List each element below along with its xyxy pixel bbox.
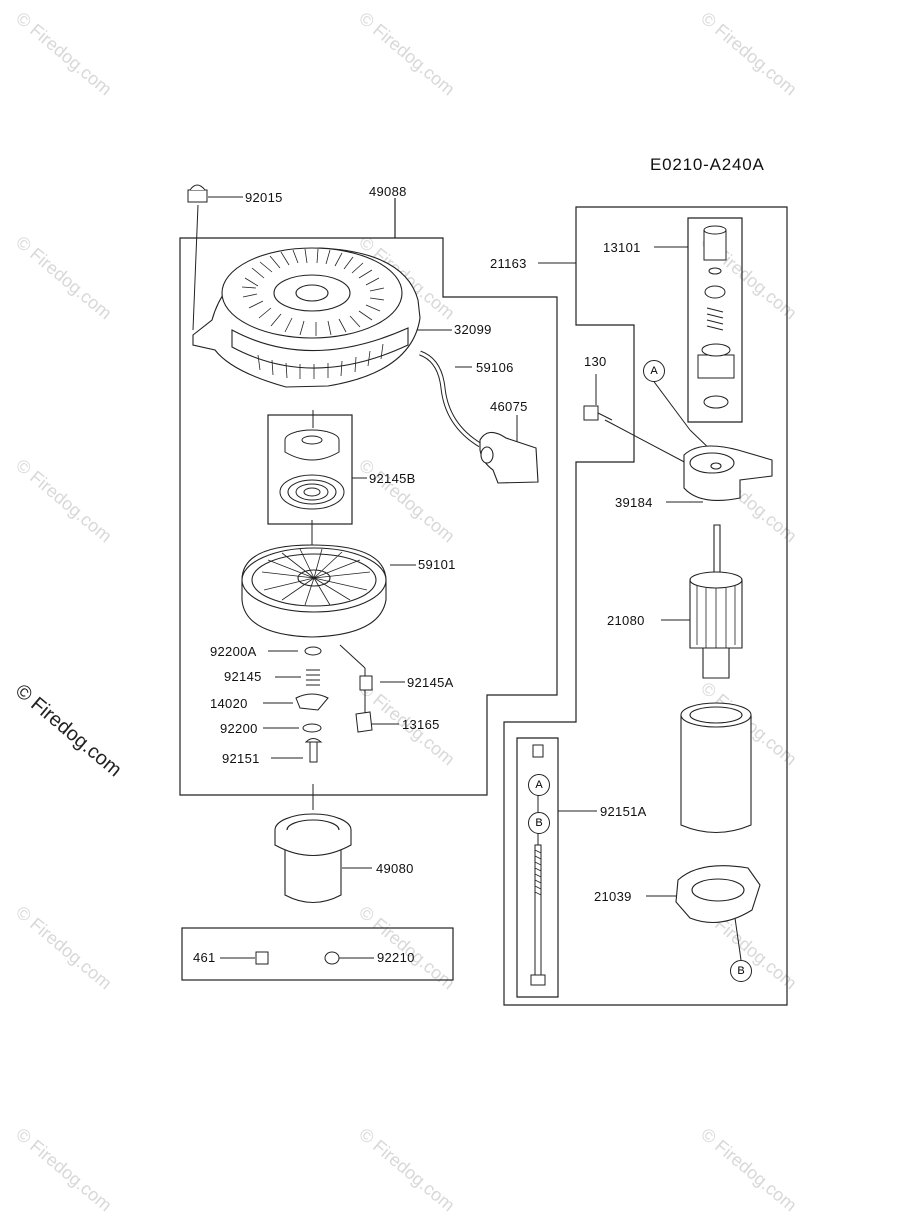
part-label-21039[interactable]: 21039 (594, 889, 632, 904)
callout-a: A (643, 360, 665, 382)
part-label-92200A[interactable]: 92200A (210, 644, 257, 659)
part-label-92145B[interactable]: 92145B (369, 471, 416, 486)
part-label-49080[interactable]: 49080 (376, 861, 414, 876)
part-label-461[interactable]: 461 (193, 950, 216, 965)
part-label-13101[interactable]: 13101 (603, 240, 641, 255)
part-label-59101[interactable]: 59101 (418, 557, 456, 572)
part-label-39184[interactable]: 39184 (615, 495, 653, 510)
part-label-92015[interactable]: 92015 (245, 190, 283, 205)
callout-b: B (528, 812, 550, 834)
part-label-13165[interactable]: 13165 (402, 717, 440, 732)
callout-a: A (528, 774, 550, 796)
part-label-49088[interactable]: 49088 (369, 184, 407, 199)
part-label-92151A[interactable]: 92151A (600, 804, 647, 819)
part-label-92200[interactable]: 92200 (220, 721, 258, 736)
part-label-92145[interactable]: 92145 (224, 669, 262, 684)
part-label-92210[interactable]: 92210 (377, 950, 415, 965)
diagram-code: E0210-A240A (650, 155, 765, 174)
part-label-92151[interactable]: 92151 (222, 751, 260, 766)
part-label-130[interactable]: 130 (584, 354, 607, 369)
part-label-21163[interactable]: 21163 (490, 256, 527, 271)
part-label-92145A[interactable]: 92145A (407, 675, 454, 690)
part-label-21080[interactable]: 21080 (607, 613, 645, 628)
part-label-14020[interactable]: 14020 (210, 696, 248, 711)
callout-b: B (730, 960, 752, 982)
part-label-32099[interactable]: 32099 (454, 322, 492, 337)
part-label-59106[interactable]: 59106 (476, 360, 514, 375)
part-label-46075[interactable]: 46075 (490, 399, 528, 414)
